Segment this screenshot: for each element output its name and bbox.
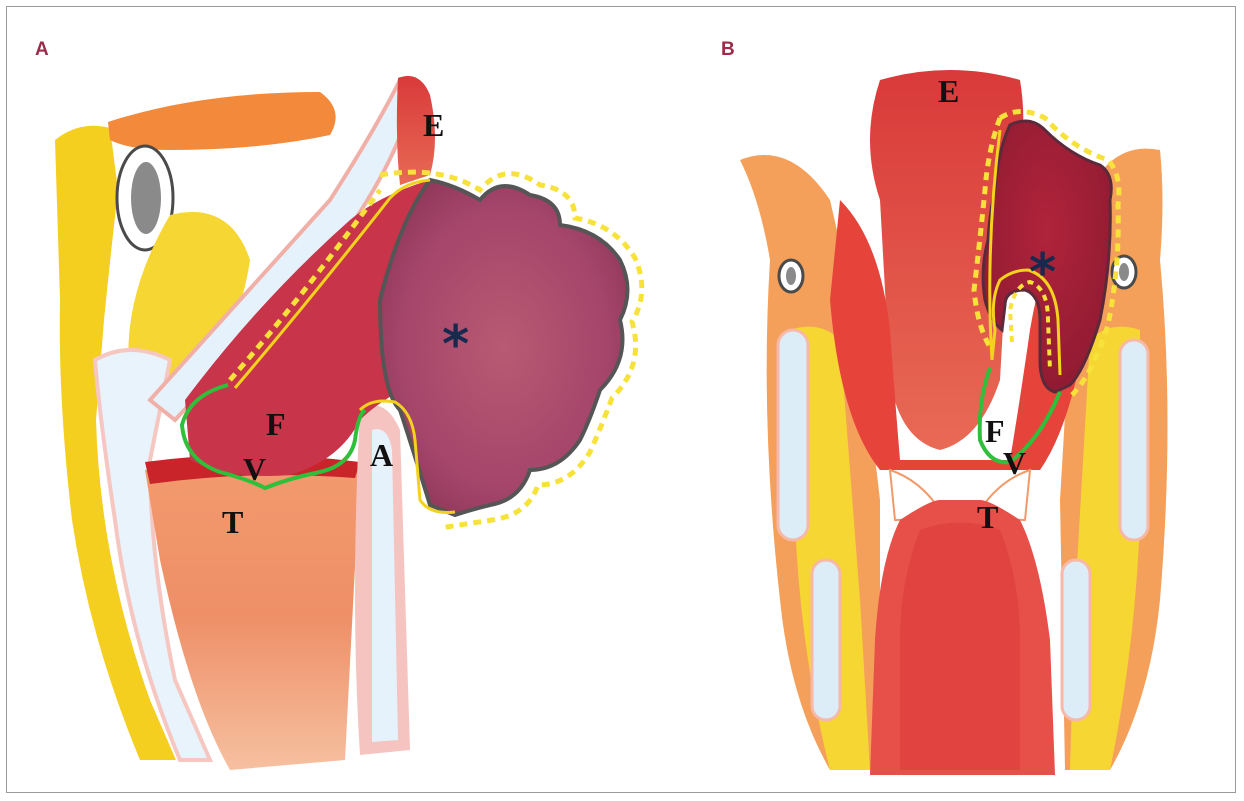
label-b-epiglottis: E xyxy=(938,73,959,109)
thyroid-cartilage-right xyxy=(1120,340,1148,540)
panel-b-drawing: E F V T * xyxy=(740,70,1168,775)
label-a-true-cord: T xyxy=(222,504,243,540)
label-a-epiglottis: E xyxy=(423,107,444,143)
tumor-marker-b: * xyxy=(1029,243,1056,303)
label-b-false-cord: F xyxy=(985,413,1005,449)
label-b-ventricle: V xyxy=(1003,445,1026,481)
panel-a-drawing: E F V T A * xyxy=(55,76,642,770)
label-b-true-cord: T xyxy=(977,499,998,535)
tumor-marker-a: * xyxy=(442,315,469,375)
tongue-base xyxy=(108,92,336,150)
label-a-ventricle: V xyxy=(243,451,266,487)
thyroid-cartilage-left xyxy=(778,330,808,540)
label-a-arytenoid: A xyxy=(370,437,393,473)
label-a-false-cord: F xyxy=(266,406,286,442)
